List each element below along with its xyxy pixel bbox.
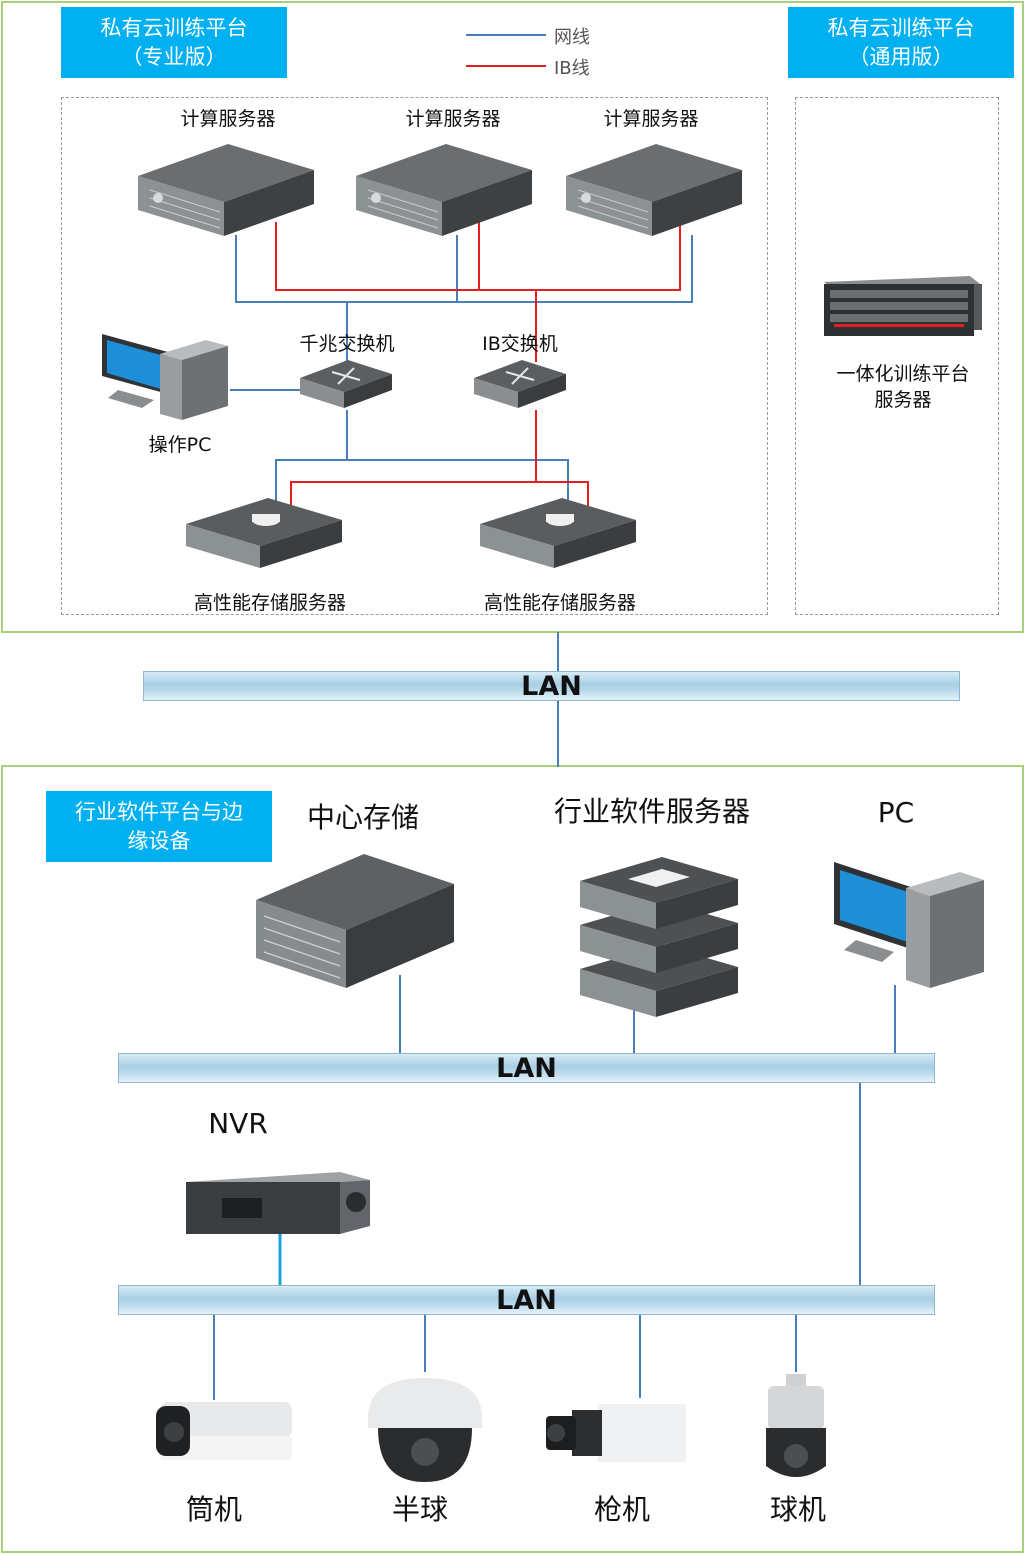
ptz-camera-label: 球机 [769, 1493, 826, 1526]
compute-server-1-icon [138, 144, 314, 236]
general-edition-tag: 私有云训练平台 （通用版） [788, 7, 1014, 78]
operator-pc-icon [102, 334, 228, 420]
storage-server-2-label: 高性能存储服务器 [483, 592, 636, 614]
legend-ib-label: IB线 [554, 58, 590, 79]
legend-lines [466, 34, 546, 67]
pc-icon [834, 862, 984, 988]
dome-camera-icon [368, 1378, 482, 1482]
pc-label: PC [877, 796, 915, 829]
integrated-server-icon [824, 276, 982, 336]
storage-server-1-icon [186, 498, 342, 568]
operator-pc-label: 操作PC [148, 434, 212, 456]
lan-bar-middle-label: LAN [496, 1052, 557, 1084]
compute-server-1-label: 计算服务器 [180, 108, 276, 130]
pro-edition-tag-line2: （专业版） [121, 44, 227, 69]
industry-panel [1, 765, 1024, 1553]
ib-switch-icon [474, 360, 566, 408]
nvr-label: NVR [208, 1107, 268, 1140]
pro-edition-tag-line1: 私有云训练平台 [100, 15, 248, 40]
industry-platform-tag-line2: 缘设备 [127, 828, 191, 853]
industry-platform-tag-line1: 行业软件平台与边 [75, 799, 243, 824]
general-edition-tag-line1: 私有云训练平台 [827, 15, 975, 40]
industry-server-icon [580, 857, 738, 1017]
ib-lines [275, 222, 681, 518]
legend: 网线 IB线 [464, 22, 614, 79]
central-storage-icon [256, 854, 454, 988]
compute-server-2-icon [356, 144, 532, 236]
storage-server-1-label: 高性能存储服务器 [193, 592, 346, 614]
bullet-camera-icon [156, 1402, 292, 1460]
general-edition-tag-line2: （通用版） [848, 44, 954, 69]
general-edition-area [795, 97, 999, 615]
compute-server-3-label: 计算服务器 [603, 108, 699, 130]
box-camera-label: 枪机 [593, 1493, 650, 1526]
integrated-server-label-line1: 一体化训练平台 [836, 363, 970, 385]
lan-bar-bottom-label: LAN [496, 1284, 557, 1316]
storage-server-2-icon [480, 498, 636, 568]
pro-edition-area [61, 97, 768, 615]
gigabit-switch-icon [300, 360, 392, 408]
integrated-server-label-line2: 服务器 [874, 389, 932, 411]
box-camera-icon [546, 1404, 686, 1462]
gigabit-switch-label: 千兆交换机 [299, 333, 395, 355]
ib-switch-label: IB交换机 [482, 333, 558, 355]
lan-bar-middle: LAN [118, 1052, 935, 1084]
legend-ethernet-label: 网线 [554, 27, 590, 48]
industry-platform-tag: 行业软件平台与边 缘设备 [46, 791, 272, 862]
bullet-camera-label: 筒机 [185, 1493, 242, 1526]
lan-bar-main: LAN [143, 670, 960, 702]
industry-server-unit-1 [580, 857, 738, 929]
industry-server-label: 行业软件服务器 [553, 795, 750, 828]
lan-bar-bottom: LAN [118, 1284, 935, 1316]
nvr-icon [186, 1172, 370, 1234]
pro-edition-tag: 私有云训练平台 （专业版） [61, 7, 287, 78]
dome-camera-label: 半球 [391, 1493, 448, 1526]
lan-bar-main-label: LAN [521, 670, 582, 702]
private-cloud-panel [1, 1, 1024, 633]
compute-server-3-icon [566, 144, 742, 236]
central-storage-label: 中心存储 [306, 801, 419, 834]
compute-server-2-label: 计算服务器 [405, 108, 501, 130]
ptz-camera-icon [766, 1374, 826, 1477]
